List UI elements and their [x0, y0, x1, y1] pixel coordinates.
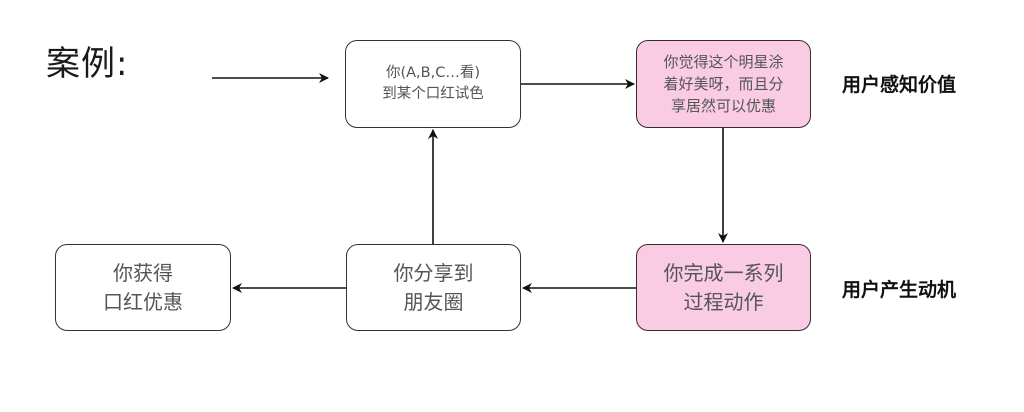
- node-perceive: 你觉得这个明星涂 着好美呀，而且分 享居然可以优惠: [636, 40, 811, 128]
- node-complete-actions: 你完成一系列 过程动作: [636, 244, 811, 331]
- node-get-discount-text: 你获得 口红优惠: [103, 260, 183, 314]
- node-get-discount: 你获得 口红优惠: [55, 244, 231, 331]
- label-perceived-value: 用户感知价值: [842, 74, 957, 96]
- label-motivation: 用户产生动机: [842, 279, 957, 301]
- node-share-moments: 你分享到 朋友圈: [346, 244, 521, 331]
- node-view-lipstick: 你(A,B,C…看) 到某个口红试色: [345, 40, 521, 128]
- node-view-lipstick-text: 你(A,B,C…看) 到某个口红试色: [382, 65, 484, 102]
- node-perceive-text: 你觉得这个明星涂 着好美呀，而且分 享居然可以优惠: [663, 53, 784, 115]
- node-share-moments-text: 你分享到 朋友圈: [393, 260, 474, 314]
- case-title: 案例:: [46, 44, 129, 84]
- node-complete-actions-text: 你完成一系列 过程动作: [663, 260, 784, 314]
